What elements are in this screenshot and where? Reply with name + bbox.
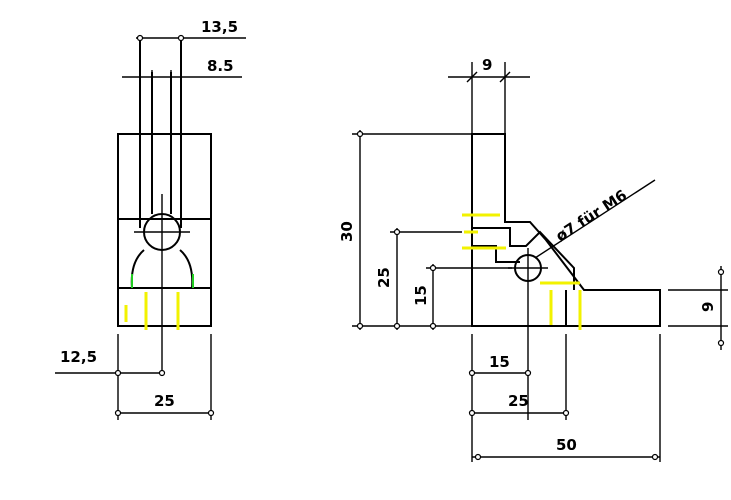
dim-side-30: 30 (338, 130, 472, 330)
dim-label-side-15: 15 (412, 285, 430, 306)
dim-label-13-5: 13,5 (201, 18, 238, 36)
dim-label-8-5: 8.5 (207, 57, 234, 75)
side-view (462, 133, 661, 420)
dim-label-front-25: 25 (154, 392, 175, 410)
front-outline (117, 133, 212, 327)
dim-label-side-9-right: 9 (699, 302, 717, 312)
dim-side-9-top: 9 (448, 56, 530, 134)
dim-side-25: 25 (375, 228, 462, 330)
dim-front-25: 25 (114, 334, 215, 420)
hole-callout-text: ø7 für M6 (552, 186, 630, 245)
side-inner-step-1 (472, 227, 575, 290)
dim-label-12-5: 12,5 (60, 348, 97, 366)
dim-label-side-30: 30 (338, 221, 356, 242)
dim-label-side-15-bottom: 15 (489, 353, 510, 371)
dim-label-side-25: 25 (375, 267, 393, 288)
dim-side-15: 15 (412, 264, 512, 330)
callout-leader (534, 179, 656, 259)
dim-side-25-bottom: 25 (468, 334, 570, 420)
dim-side-15-bottom: 15 (468, 334, 532, 462)
dim-side-50: 50 (472, 334, 661, 462)
dim-label-side-9-top: 9 (482, 56, 492, 74)
dim-label-side-50: 50 (556, 436, 577, 454)
dim-front-8-5: 8.5 (122, 57, 242, 84)
dim-front-13-5: 13,5 (136, 18, 246, 42)
front-lower-curve-left (130, 249, 145, 289)
dim-front-12-5: 12,5 (55, 334, 166, 420)
hole-callout: ø7 für M6 (534, 179, 656, 259)
side-inner-step-2 (472, 245, 520, 263)
front-lower-curve-right (179, 249, 194, 289)
dim-side-9-right: 9 (668, 266, 728, 350)
dim-label-side-25-bottom: 25 (508, 392, 529, 410)
front-view (117, 36, 212, 376)
